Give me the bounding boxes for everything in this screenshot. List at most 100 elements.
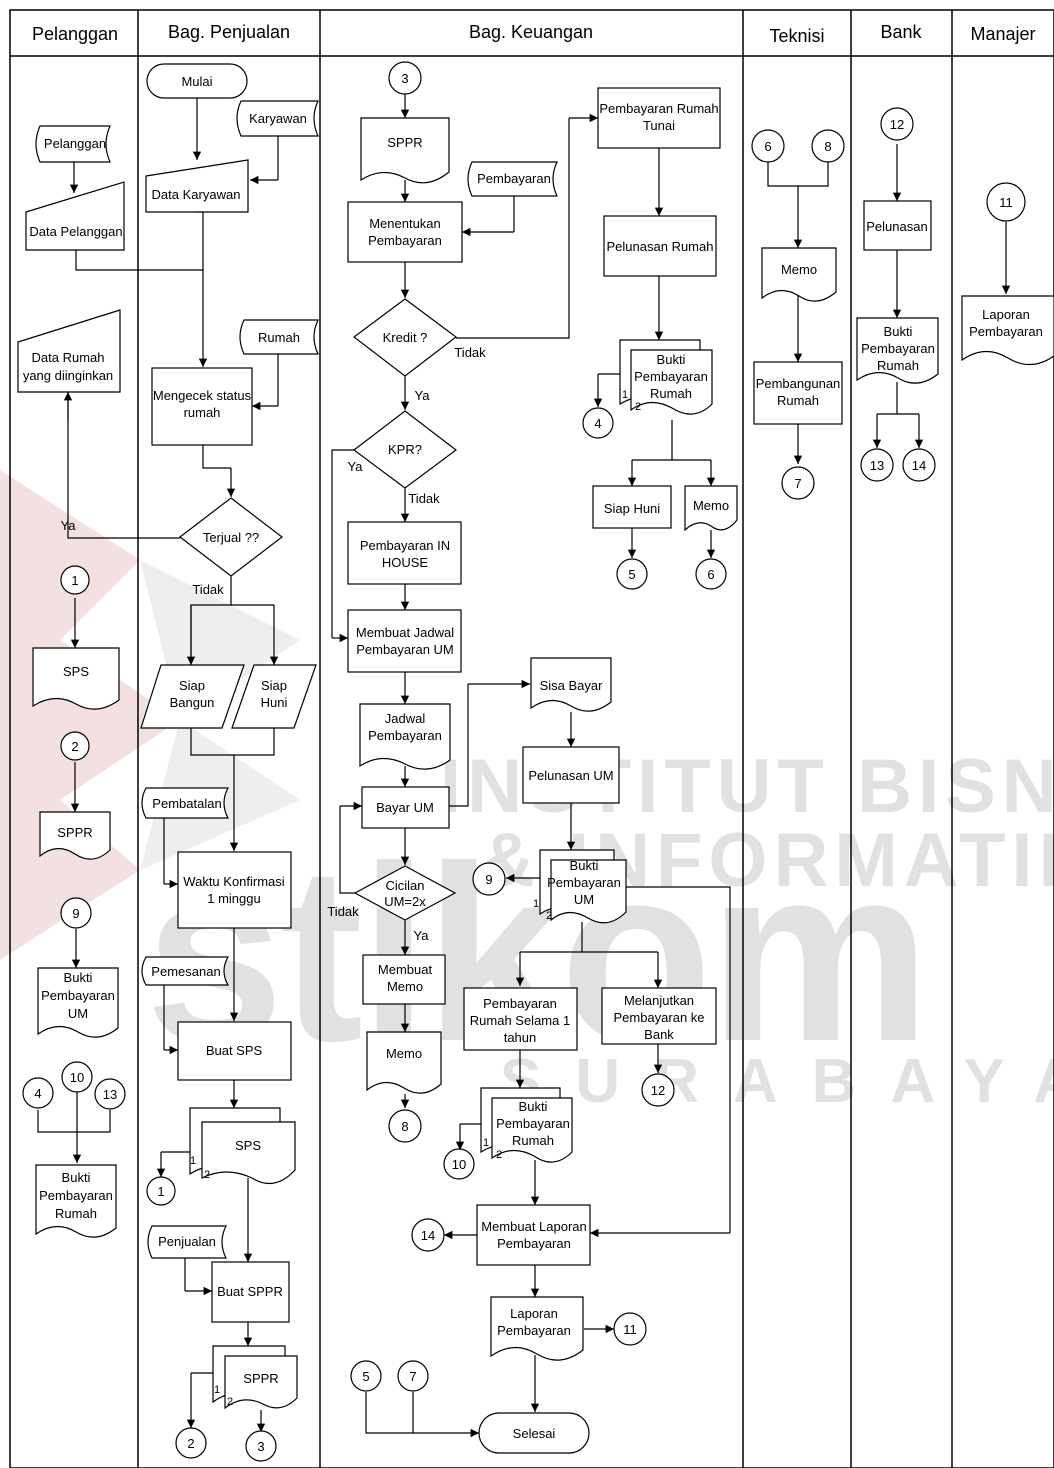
label-buat-memo-1: Membuat <box>378 962 433 977</box>
label-jadwal-doc-1: Jadwal <box>385 711 426 726</box>
label-mengecek-1: Mengecek status <box>153 388 252 403</box>
process-laporan <box>476 1204 591 1266</box>
label-b-c12: 12 <box>890 117 904 132</box>
label-tidak-terjual: Tidak <box>192 582 224 597</box>
label-siap-huni-2: Huni <box>261 695 288 710</box>
process-menentukan <box>347 201 463 263</box>
label-data-pelanggan: Data Pelanggan <box>29 224 122 239</box>
label-karyawan: Karyawan <box>249 111 307 126</box>
label-k-copy2-c: 2 <box>496 1149 502 1161</box>
process-pelunasan-rumah <box>603 215 717 277</box>
label-selama-1: Pembayaran <box>483 996 557 1011</box>
label-c9: 9 <box>72 906 79 921</box>
label-k-bukti-um-3: UM <box>574 892 594 907</box>
data-karyawan-input <box>145 159 249 213</box>
swimlane-frame <box>9 9 1054 1468</box>
lane-keuangan: Bag. Keuangan <box>469 22 593 42</box>
label-ya-kpr: Ya <box>348 459 364 474</box>
label-cicilan-2: UM=2x <box>384 894 426 909</box>
label-selesai: Selesai <box>513 1426 556 1441</box>
label-pelunasan-um: Pelunasan UM <box>528 768 613 783</box>
label-cicilan-1: Cicilan <box>385 878 424 893</box>
label-k-bukti-rumah2-2: Pembayaran <box>496 1116 570 1131</box>
label-siap-bangun-1: Siap <box>179 678 205 693</box>
lane-bank: Bank <box>880 22 922 42</box>
label-sppr: SPPR <box>57 825 92 840</box>
label-pemesanan: Pemesanan <box>151 964 220 979</box>
doc-karyawan-input <box>236 100 319 137</box>
connector-9 <box>60 897 92 929</box>
process-buat-sps <box>177 1021 292 1081</box>
terminator-selesai <box>478 1412 590 1454</box>
connector-14-in <box>902 448 936 482</box>
doc-pelanggan-input <box>35 125 111 163</box>
connector-4 <box>22 1077 54 1109</box>
label-tunai-1: Pembayaran Rumah <box>599 101 718 116</box>
terminator-mulai <box>146 63 248 99</box>
connector-3-out <box>245 1430 277 1462</box>
connector-9-out <box>472 862 506 896</box>
doc-memo-2 <box>684 485 738 532</box>
connector-7-out <box>781 466 815 500</box>
lane-teknisi: Teknisi <box>769 26 824 46</box>
label-b-bukti-1: Bukti <box>884 324 913 339</box>
connectors <box>37 94 1011 1438</box>
process-bayar-um <box>361 786 450 829</box>
label-k-c14: 14 <box>421 1228 435 1243</box>
label-k-c4: 4 <box>594 416 601 431</box>
label-t-memo: Memo <box>781 262 817 277</box>
label-jadwal-um-2: Pembayaran UM <box>356 642 454 657</box>
label-sppr-copy2: 2 <box>227 1396 233 1408</box>
process-buat-memo <box>362 954 446 1005</box>
connector-8-in <box>811 129 845 163</box>
label-jadwal-doc-2: Pembayaran <box>368 728 442 743</box>
label-ke-bank-3: Bank <box>644 1027 674 1042</box>
doc-bukti-rumah2-copy2 <box>491 1097 573 1163</box>
shapes <box>17 61 1054 1462</box>
doc-sps-copy2 <box>201 1121 296 1185</box>
label-selama-3: tahun <box>504 1030 537 1045</box>
label-c1-out: 1 <box>157 1184 164 1199</box>
connector-13 <box>94 1078 126 1110</box>
label-b-c14: 14 <box>912 458 926 473</box>
data-pelanggan-input <box>25 181 125 251</box>
label-c2-out: 2 <box>187 1436 194 1451</box>
label-k-c5: 5 <box>628 567 635 582</box>
label-k-bukti-rumah-2: Pembayaran <box>634 369 708 384</box>
decision-kredit <box>353 298 457 377</box>
label-m-laporan-2: Pembayaran <box>969 324 1043 339</box>
label-laporan-proc-2: Pembayaran <box>497 1236 571 1251</box>
label-data-rumah-2: yang diinginkan <box>23 368 113 383</box>
label-t-c8: 8 <box>824 139 831 154</box>
label-kredit: Kredit ? <box>383 330 428 345</box>
connector-11-out <box>613 1312 647 1346</box>
label-k-c7b: 7 <box>409 1369 416 1384</box>
label-c2: 2 <box>71 739 78 754</box>
label-penjualan-doc: Penjualan <box>158 1234 216 1249</box>
label-k-c5b: 5 <box>362 1369 369 1384</box>
connector-6-in <box>751 129 785 163</box>
label-k-bukti-um-2: Pembayaran <box>547 875 621 890</box>
doc-sppr-copy2 <box>224 1355 298 1410</box>
doc-pemesanan-input <box>141 956 230 986</box>
label-sps-doc: SPS <box>235 1138 261 1153</box>
connector-2 <box>60 731 90 761</box>
doc-bukti-um <box>37 967 119 1038</box>
lane-manajer: Manajer <box>970 24 1035 44</box>
label-inhouse-1: Pembayaran IN <box>360 538 450 553</box>
label-pelunasan-rumah: Pelunasan Rumah <box>607 239 714 254</box>
label-ke-bank-1: Melanjutkan <box>624 993 694 1008</box>
process-waktu-konfirmasi <box>177 851 292 929</box>
label-k-c10: 10 <box>452 1157 466 1172</box>
label-k-bukti-rumah2-3: Rumah <box>512 1133 554 1148</box>
label-bukti-rumah-1: Bukti <box>62 1170 91 1185</box>
process-jadwal-um <box>347 609 462 673</box>
doc-sppr-in <box>360 117 450 184</box>
process-buat-sppr <box>211 1261 290 1323</box>
doc-bukti-rumah-copy2 <box>630 349 713 415</box>
label-b-c13: 13 <box>870 458 884 473</box>
decision-kpr <box>353 410 457 489</box>
label-k-c6: 6 <box>707 567 714 582</box>
label-mulai: Mulai <box>181 74 212 89</box>
label-buat-memo-2: Memo <box>387 979 423 994</box>
